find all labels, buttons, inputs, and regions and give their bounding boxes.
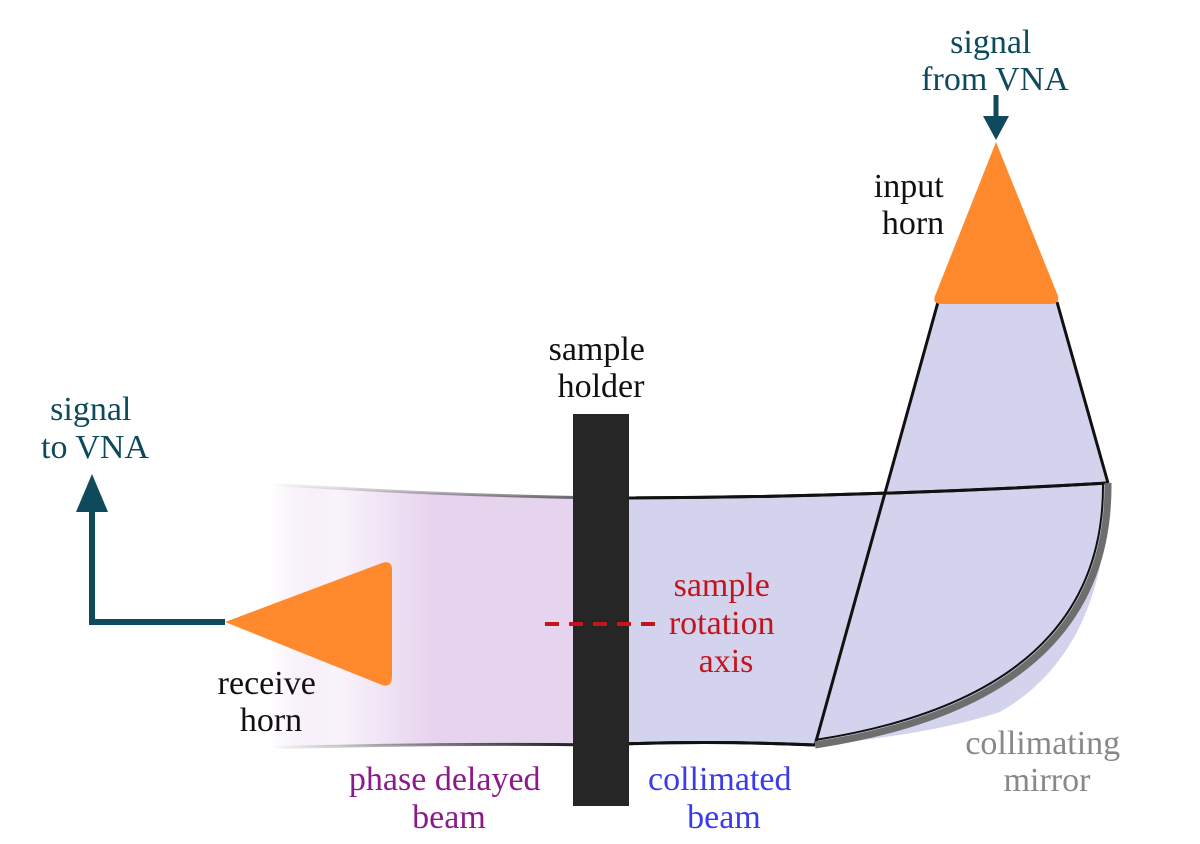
phase-delayed-beam-region [270,484,600,748]
sample-holder-line-2: holder [558,368,646,405]
signal-to-vna-line-1: signal [50,391,131,428]
collimated-beam-line-1: collimated [648,761,792,798]
arrow-up-icon [76,474,225,625]
signal-to-vna-label: signal to VNA [41,391,149,466]
input-horn-line-2: horn [882,205,944,242]
arrow-down-icon [983,95,1009,140]
sample-rotation-axis-label: sample rotation axis [669,567,783,680]
signal-from-vna-label: signal from VNA [921,24,1069,98]
collimating-mirror [814,482,1112,749]
input-horn-label: input horn [874,168,952,242]
signal-from-vna-line-2: from VNA [921,61,1069,98]
receive-horn [225,562,392,686]
input-horn [934,142,1059,304]
collimating-mirror-line-2: mirror [1004,762,1092,799]
rotation-axis-line-1: sample [674,567,770,604]
receive-horn-line-1: receive [218,665,316,702]
input-horn-line-1: input [874,168,944,205]
input-beam-cone [885,302,1108,492]
rotation-axis-line-3: axis [699,643,754,680]
rotation-axis-line-2: rotation [669,605,775,642]
collimated-beam-region [600,483,1108,745]
collimated-beam-line-2: beam [687,799,761,836]
collimating-mirror-label: collimating mirror [965,725,1128,799]
signal-from-vna-line-1: signal [950,24,1031,61]
signal-to-vna-line-2: to VNA [41,429,149,466]
collimated-beam-label: collimated beam [648,761,800,836]
receive-horn-line-2: horn [240,702,302,739]
input-cone-left-edge [813,301,940,746]
input-cone-right-edge [1055,301,1110,484]
sample-holder-label: sample holder [549,331,654,405]
sample-holder-line-1: sample [549,331,645,368]
phase-delayed-line-2: beam [412,799,486,836]
receive-horn-label: receive horn [218,665,325,739]
phase-delayed-beam-label: phase delayed beam [349,761,549,836]
sample-holder [573,414,629,806]
phase-delayed-line-1: phase delayed [349,761,541,798]
collimating-mirror-line-1: collimating [965,725,1120,762]
